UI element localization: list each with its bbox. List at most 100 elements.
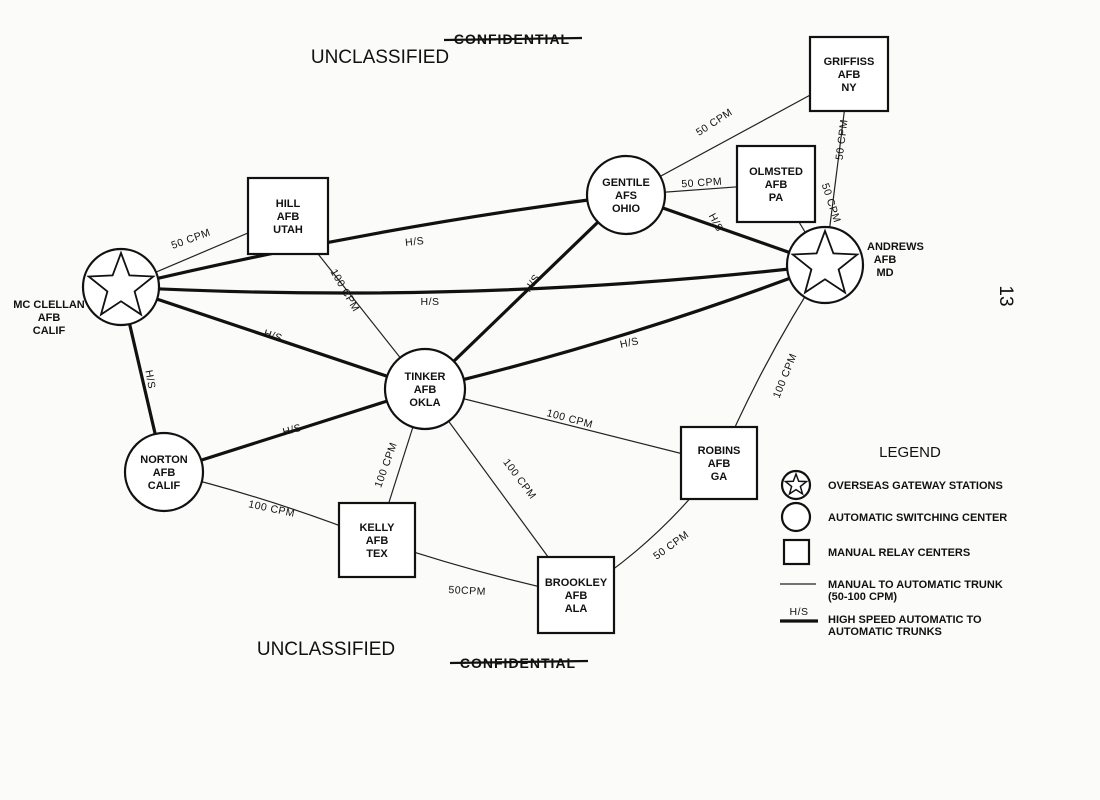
legend-text-3-0: MANUAL TO AUTOMATIC TRUNK [828, 579, 1003, 591]
node-label-mcclellan-2: CALIF [33, 325, 66, 337]
edge-label-gentile-griffiss: 50 CPM [694, 106, 735, 138]
node-label-kelly-1: AFB [366, 535, 389, 547]
node-label-brookley-0: BROOKLEY [545, 577, 608, 589]
node-label-andrews-1: AFB [874, 254, 897, 266]
node-label-robins-1: AFB [708, 458, 731, 470]
node-label-hill-2: UTAH [273, 224, 303, 236]
manual-relay-square [246, 176, 330, 256]
node-label-brookley-1: AFB [565, 590, 588, 602]
node-label-brookley-2: ALA [565, 603, 588, 615]
edge-label-tinker-norton: H/S [281, 422, 302, 439]
edge-label-tinker-brookley: 100 CPM [500, 457, 538, 502]
node-label-norton-2: CALIF [148, 480, 181, 492]
node-label-andrews-2: MD [876, 267, 893, 279]
manual-trunk-tinker-robins [424, 388, 720, 464]
node-label-olmsted-2: PA [769, 192, 784, 204]
node-label-tinker-1: AFB [414, 384, 437, 396]
node-label-kelly-2: TEX [366, 548, 388, 560]
edge-label-andrews-robins: 100 CPM [771, 352, 800, 400]
edge-label-mcclellan-andrews: H/S [420, 296, 439, 308]
edge-label-griffiss-andrews: 50 CPM [834, 119, 851, 161]
legend-text-3-1: (50-100 CPM) [828, 591, 897, 603]
high-speed-trunk-mcclellan-tinker [120, 285, 426, 391]
edge-label-hill-tinker: 100 CPM [328, 267, 362, 314]
edge-label-kelly-brookley: 50CPM [448, 584, 486, 598]
star-icon [783, 471, 809, 496]
legend-line-label: H/S [789, 606, 808, 618]
switching-center-circle [123, 431, 205, 513]
legend-item-star-circle: OVERSEAS GATEWAY STATIONS [780, 469, 1003, 501]
node-label-andrews-0: ANDREWS [867, 241, 924, 253]
legend-text-2-0: MANUAL RELAY CENTERS [828, 547, 970, 559]
legend-text-4-1: AUTOMATIC TRUNKS [828, 626, 942, 638]
star-icon [86, 250, 156, 317]
unclassified-marking-top: UNCLASSIFIED [311, 47, 449, 68]
high-speed-trunk-mcclellan-gentile [120, 193, 627, 289]
node-label-norton-1: AFB [153, 467, 176, 479]
node-label-griffiss-1: AFB [838, 69, 861, 81]
high-speed-trunk-mcclellan-andrews [120, 263, 826, 295]
edge-label-olmsted-andrews: 50 CPM [819, 182, 843, 225]
node-label-hill-1: AFB [277, 211, 300, 223]
manual-relay-square [735, 144, 817, 224]
edge-label-mcclellan-hill: 50 CPM [170, 227, 213, 252]
manual-relay-square [536, 555, 616, 635]
legend-item-thin-line: MANUAL TO AUTOMATIC TRUNK(50-100 CPM) [780, 579, 1003, 603]
page-number: 13 [995, 285, 1016, 306]
switching-legend-symbol [780, 501, 812, 533]
edge-label-robins-brookley: 50 CPM [651, 529, 691, 563]
node-label-norton-0: NORTON [140, 454, 188, 466]
manual-relay-square [679, 425, 759, 501]
unclassified-marking-bottom: UNCLASSIFIED [257, 639, 395, 660]
legend-items: OVERSEAS GATEWAY STATIONS AUTOMATIC SWITC… [780, 469, 1007, 638]
switching-center-circle [383, 347, 467, 431]
legend-text-4-0: HIGH SPEED AUTOMATIC TO [828, 614, 982, 626]
edge-label-gentile-olmsted: 50 CPM [681, 176, 723, 191]
node-label-gentile-2: OHIO [612, 203, 641, 215]
manual-relay-square [808, 35, 890, 113]
confidential-marking-top: CONFIDENTIAL [443, 31, 583, 47]
node-label-kelly-0: KELLY [359, 522, 395, 534]
confidential-marking-bottom: CONFIDENTIAL [449, 655, 589, 671]
legend: LEGEND OVERSEAS GATEWAY STATIONSAUTOMATI… [780, 444, 1007, 638]
node-label-olmsted-0: OLMSTED [749, 166, 803, 178]
node-label-olmsted-1: AFB [765, 179, 788, 191]
manual-relay-square [337, 501, 417, 579]
edge-label-mcclellan-tinker: H/S [262, 328, 284, 345]
node-label-tinker-0: TINKER [405, 371, 446, 383]
edge-label-mcclellan-norton: H/S [142, 369, 157, 390]
edge-label-norton-kelly: 100 CPM [247, 498, 296, 520]
legend-item-square: MANUAL RELAY CENTERS [782, 538, 970, 566]
edge-label-tinker-andrews: H/S [619, 335, 640, 351]
edge-label-tinker-robins: 100 CPM [545, 407, 594, 431]
node-label-mcclellan-0: MC CLELLAN [13, 299, 85, 311]
star-icon [790, 228, 860, 295]
switching-center-circle [585, 154, 667, 236]
node-label-robins-0: ROBINS [698, 445, 741, 457]
legend-text-1-0: AUTOMATIC SWITCHING CENTER [828, 512, 1007, 524]
node-label-gentile-0: GENTILE [602, 177, 650, 189]
node-label-tinker-2: OKLA [409, 397, 440, 409]
node-label-griffiss-0: GRIFFISS [824, 56, 875, 68]
relay-legend-symbol [782, 538, 811, 566]
node-label-griffiss-2: NY [841, 82, 857, 94]
nodes-layer: MC CLELLANAFBCALIFANDREWSAFBMDGENTILEAFS… [13, 35, 924, 635]
edge-label-mcclellan-gentile: H/S [405, 235, 425, 249]
legend-item-circle: AUTOMATIC SWITCHING CENTER [780, 501, 1007, 533]
node-label-hill-0: HILL [276, 198, 301, 210]
node-label-gentile-1: AFS [615, 190, 637, 202]
legend-text-0-0: OVERSEAS GATEWAY STATIONS [828, 480, 1003, 492]
node-label-robins-2: GA [711, 471, 728, 483]
